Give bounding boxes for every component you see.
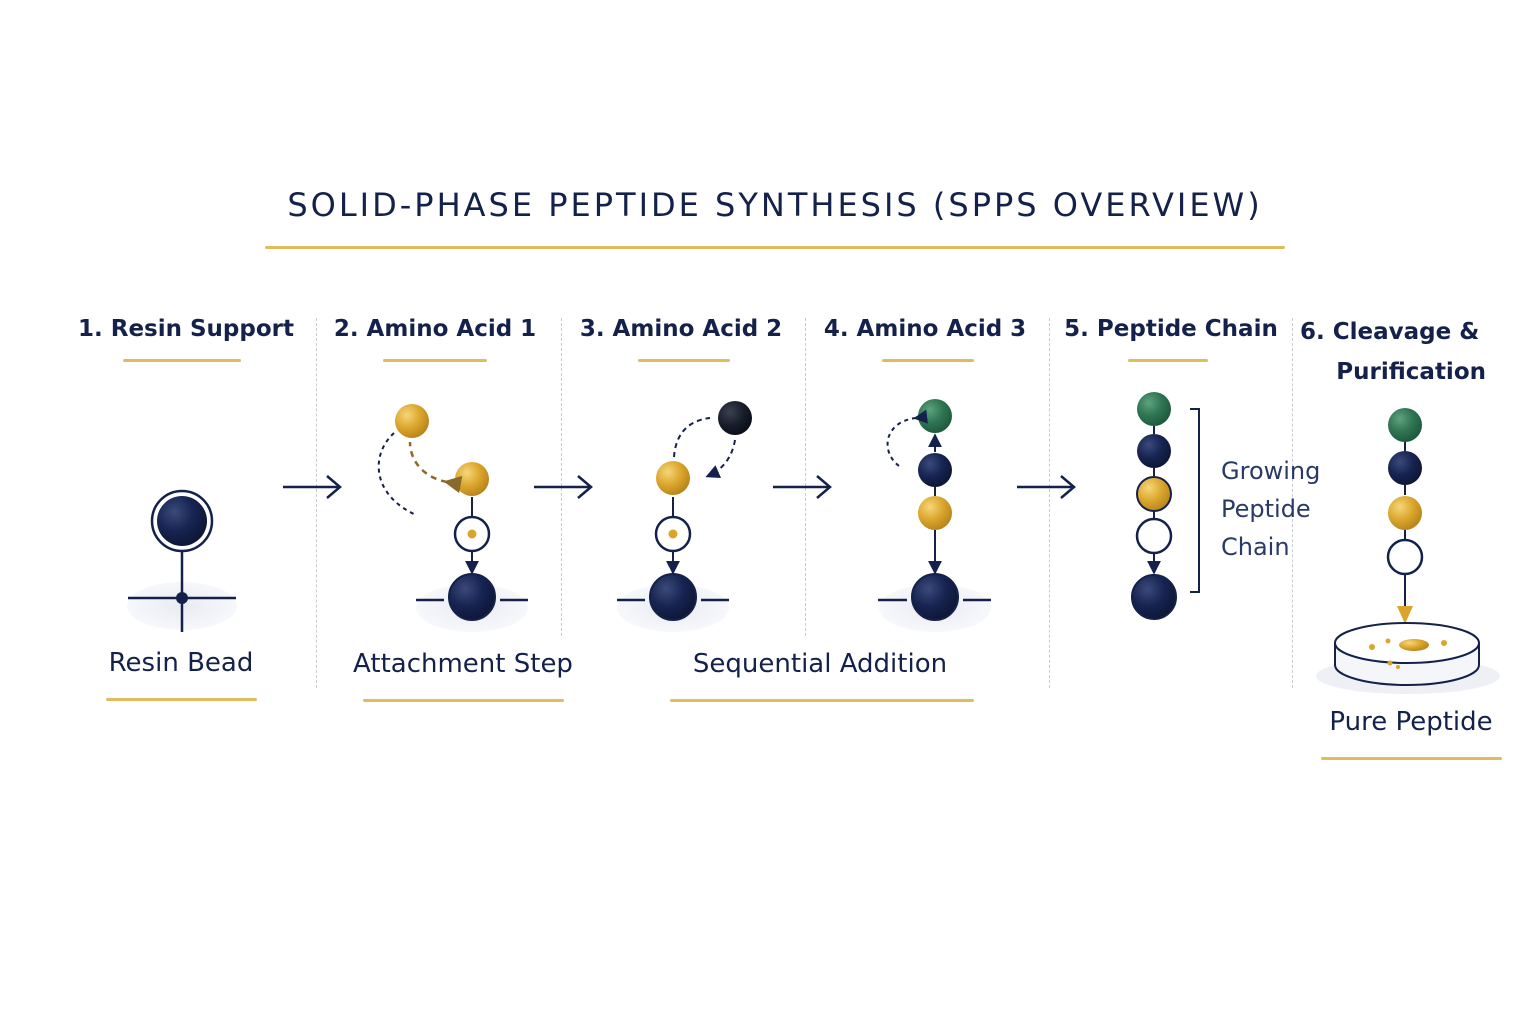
- step-1-underline: [123, 359, 241, 362]
- growing-peptide-chain-label: Growing Peptide Chain: [1221, 452, 1320, 566]
- sequential-addition-label: Sequential Addition: [692, 649, 948, 679]
- step-1-title: 1. Resin Support: [77, 316, 295, 342]
- title-underline: [265, 246, 1285, 249]
- attachment-graphic: [377, 404, 528, 632]
- divider-3: [805, 318, 806, 636]
- step-2-title: 2. Amino Acid 1: [333, 316, 537, 342]
- growing-label-line1: Growing: [1221, 457, 1321, 485]
- process-arrow-1: [283, 475, 342, 499]
- cleavage-graphic: [1316, 408, 1500, 694]
- resin-bead-underline: [106, 698, 257, 701]
- step-4-underline: [882, 359, 974, 362]
- step-6-title-line1: 6. Cleavage &: [1300, 319, 1480, 345]
- diagram-title: SOLID-PHASE PEPTIDE SYNTHESIS (SPPS OVER…: [287, 186, 1263, 224]
- peptide-chain-graphic: [1131, 392, 1200, 620]
- process-arrow-4: [1017, 475, 1076, 499]
- step-6-title-line2: Purification: [1336, 359, 1486, 385]
- pure-peptide-label: Pure Peptide: [1329, 707, 1493, 737]
- process-arrow-2: [534, 475, 593, 499]
- divider-2: [561, 318, 562, 636]
- resin-bead-label: Resin Bead: [108, 648, 254, 678]
- process-arrow-3: [773, 475, 832, 499]
- resin-bead-graphic: [127, 489, 237, 632]
- step-3-title: 3. Amino Acid 2: [579, 316, 783, 342]
- sequential-addition-underline: [670, 699, 974, 702]
- step-6-title: 6. Cleavage & Purification: [1300, 312, 1486, 392]
- divider-5: [1292, 318, 1293, 688]
- divider-1: [316, 318, 317, 688]
- step-2-underline: [383, 359, 487, 362]
- growing-label-line3: Chain: [1221, 533, 1290, 561]
- step-4-title: 4. Amino Acid 3: [823, 316, 1027, 342]
- step-3-underline: [638, 359, 730, 362]
- step-5-underline: [1128, 359, 1208, 362]
- pure-peptide-underline: [1321, 757, 1502, 760]
- growing-label-line2: Peptide: [1221, 495, 1311, 523]
- divider-4: [1049, 318, 1050, 688]
- step-5-title: 5. Peptide Chain: [1064, 316, 1278, 342]
- amino-acid-2-graphic: [617, 401, 752, 632]
- attachment-step-underline: [363, 699, 564, 702]
- attachment-step-label: Attachment Step: [353, 649, 573, 679]
- amino-acid-3-graphic: [878, 399, 991, 632]
